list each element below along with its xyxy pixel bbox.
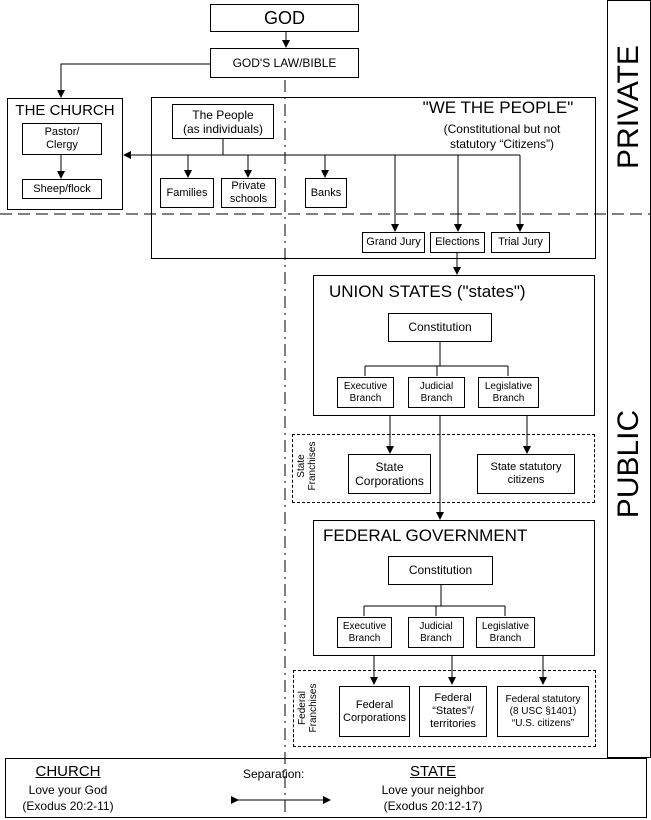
banks-box: Banks — [305, 178, 347, 208]
union-executive-box: Executive Branch — [337, 377, 394, 408]
pastor-box: Pastor/ Clergy — [22, 123, 102, 155]
federal-judicial-box: Judicial Branch — [408, 617, 464, 648]
people-container — [151, 97, 596, 259]
footer-church-text: Love your God (Exodus 20:2-11) — [22, 783, 114, 813]
footer-church-title: CHURCH — [35, 763, 101, 780]
families-box: Families — [160, 178, 214, 208]
federal-constitution-box: Constitution — [388, 556, 493, 585]
union-judicial-box: Judicial Branch — [408, 377, 465, 408]
church-container — [7, 98, 123, 210]
federal-states-territories-box: Federal “States”/ territories — [419, 686, 487, 737]
trial-jury-box: Trial Jury — [491, 232, 550, 253]
state-franchises-label: State Franchises — [296, 441, 318, 491]
state-franchises-container — [292, 434, 595, 503]
federal-executive-box: Executive Branch — [337, 617, 392, 648]
footer-state-title: STATE — [409, 763, 457, 780]
state-corporations-box: State Corporations — [348, 454, 431, 494]
federal-legislative-box: Legislative Branch — [476, 617, 535, 648]
footer-state-text: Love your neighbor (Exodus 20:12-17) — [381, 783, 485, 813]
union-states-title: UNION STATES ("states") — [329, 282, 526, 301]
people-title: "WE THE PEOPLE" — [422, 98, 574, 117]
people-subtitle: (Constitutional but not statutory “Citiz… — [443, 122, 561, 151]
grand-jury-box: Grand Jury — [362, 232, 425, 253]
church-title: THE CHURCH — [15, 102, 115, 119]
gods-law-box: GOD'S LAW/BIBLE — [210, 48, 359, 78]
federal-franchises-container — [293, 670, 596, 747]
federal-corporations-box: Federal Corporations — [339, 686, 410, 737]
private-label: PRIVATE — [612, 45, 645, 169]
federal-title: FEDERAL GOVERNMENT — [323, 526, 528, 545]
union-states-container — [313, 275, 595, 416]
federal-franchises-label: Federal Franchises — [297, 683, 319, 733]
god-box: GOD — [210, 4, 359, 32]
state-citizens-box: State statutory citizens — [477, 454, 575, 494]
federal-container — [313, 520, 595, 656]
private-schools-box: Private schools — [221, 178, 276, 208]
footer-container — [5, 758, 647, 818]
public-label: PUBLIC — [612, 409, 645, 519]
federal-statutory-citizens-box: Federal statutory (8 USC §1401) “U.S. ci… — [497, 686, 589, 737]
union-legislative-box: Legislative Branch — [478, 377, 539, 408]
individuals-box: The People (as individuals) — [172, 104, 274, 139]
elections-box: Elections — [430, 232, 485, 253]
union-constitution-box: Constitution — [388, 313, 492, 342]
separation-label: Separation: — [243, 767, 305, 781]
sheep-box: Sheep/flock — [22, 179, 102, 199]
